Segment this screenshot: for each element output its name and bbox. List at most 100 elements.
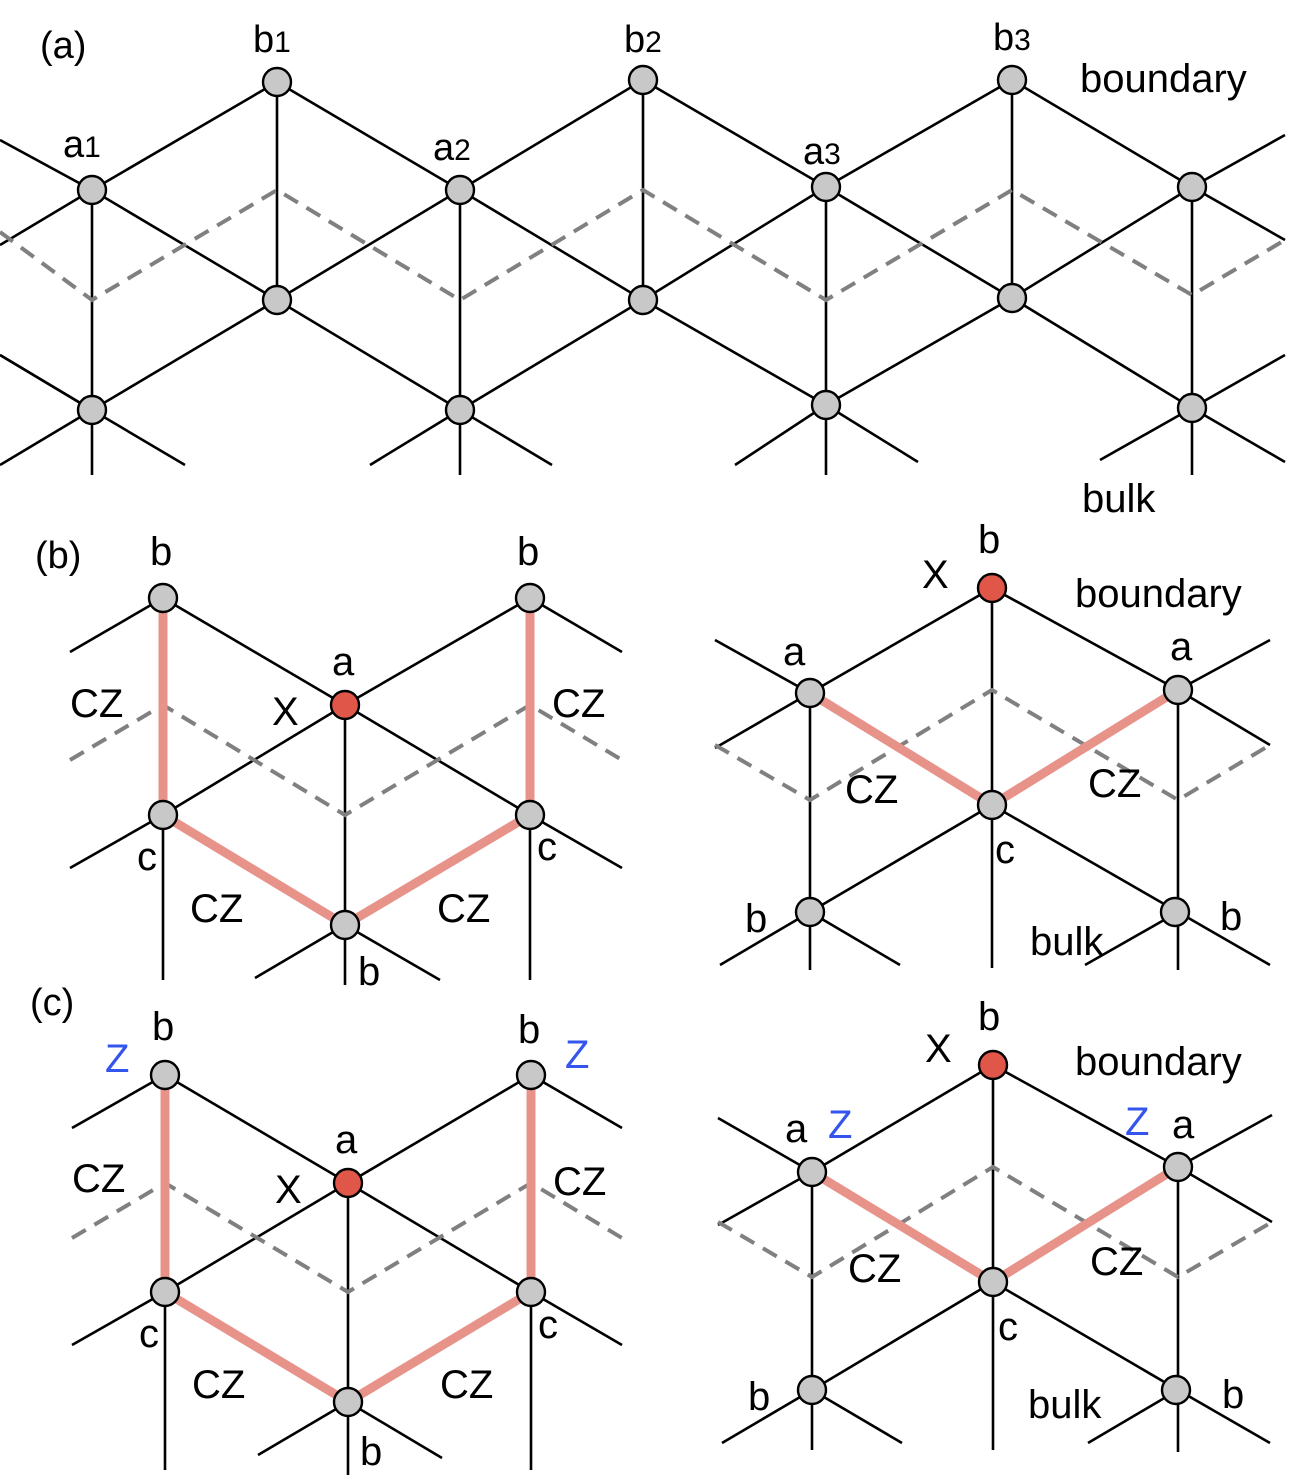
cz-edge [343,1287,536,1407]
node [514,582,546,614]
edge-label-cz: CZ [552,682,605,726]
node-label-a1: a1 [63,124,101,166]
node-label: c [137,835,157,879]
node [515,1276,547,1308]
node [261,66,293,98]
edge [734,403,827,467]
node [147,799,179,831]
edge [1099,406,1193,462]
region-label-boundary: boundary [1075,1040,1242,1084]
panel-b-left-dashed [68,702,624,818]
node [810,389,842,421]
edge [719,910,811,967]
node-active [332,1167,364,1199]
edge [71,1073,166,1130]
cz-edge [160,1287,353,1407]
dashed-path [68,702,624,818]
node-label-a2: a2 [433,127,471,169]
panel-a-edges [0,78,1286,475]
edge-label-cz: CZ [553,1160,606,1204]
panel-tag: (b) [35,535,81,577]
node [996,64,1028,96]
panel-b-right-highlight [805,685,1183,810]
edge-label-cz: CZ [440,1363,493,1407]
panel-tag: (c) [30,982,74,1024]
node [332,1386,364,1418]
edge-label-cz: CZ [72,1157,125,1201]
node [1159,896,1191,928]
dashed-path [0,187,1287,303]
node [810,171,842,203]
edge [530,1290,623,1347]
edge [254,923,346,980]
panel-b: (b) b b a X c c b CZ CZ CZ CZ b X a a c … [35,518,1272,994]
node [444,174,476,206]
node [444,394,476,426]
node [1176,392,1208,424]
node [976,789,1008,821]
node-label: c [139,1312,159,1356]
cz-edge [158,810,350,930]
node-label: b [360,1430,382,1474]
panel-c-left-highlight [160,1070,536,1407]
node [514,799,546,831]
node-label: a [335,1118,358,1162]
operator-x: X [275,1168,302,1212]
region-label-boundary: boundary [1075,572,1242,616]
dashed-path [713,687,1272,803]
edge-label-cz: CZ [848,1247,901,1291]
node [996,282,1028,314]
node-label: b [1222,1373,1244,1417]
panel-b-left-nodes [147,582,546,941]
edge [530,1073,623,1130]
node [796,1374,828,1406]
edge [1177,638,1271,692]
edge [714,691,811,750]
node-label: b [517,530,539,574]
edge [369,408,461,467]
dashed-path [716,1164,1274,1280]
edge [529,596,623,654]
node-label: b [152,1005,174,1049]
region-label-bulk: bulk [1030,920,1104,964]
dashed-path [70,1180,624,1295]
panel-c-right-nodes [796,1049,1194,1406]
edge [1177,688,1271,747]
panel-c-right-highlight [807,1162,1183,1287]
panel-a-nodes [76,64,1208,426]
operator-z: Z [1125,1100,1149,1144]
node-label: c [538,1303,558,1347]
edge [825,403,919,464]
operator-z: Z [828,1103,852,1147]
node [76,394,108,426]
edge [809,586,993,695]
edge [257,1400,349,1457]
cz-edge [987,685,1183,810]
node-label: a [1172,1103,1195,1147]
node-label: b [978,518,1000,562]
edge [347,1073,532,1185]
region-label-bulk: bulk [1028,1383,1102,1427]
cz-edge [340,810,535,930]
edge [529,813,623,870]
edge [459,408,553,467]
node [1162,1151,1194,1183]
panel-tag: (a) [40,25,86,67]
edge-label-cz: CZ [192,1363,245,1407]
node [261,284,293,316]
node-label-b1: b1 [253,19,291,61]
edge [1177,1113,1273,1169]
edge [992,1280,1179,1392]
panel-a-labels: (a) boundary bulk b1 b2 b3 a1 a2 a3 [40,17,1247,521]
node [515,1059,547,1091]
edge [347,1400,443,1460]
edge-label-cz: CZ [845,768,898,812]
panel-c-right-dashed [716,1164,1274,1280]
edge-label-cz: CZ [437,887,490,931]
node [149,1276,181,1308]
operator-z: Z [105,1037,129,1081]
edge [811,1063,994,1174]
node [329,909,361,941]
node [76,174,108,206]
